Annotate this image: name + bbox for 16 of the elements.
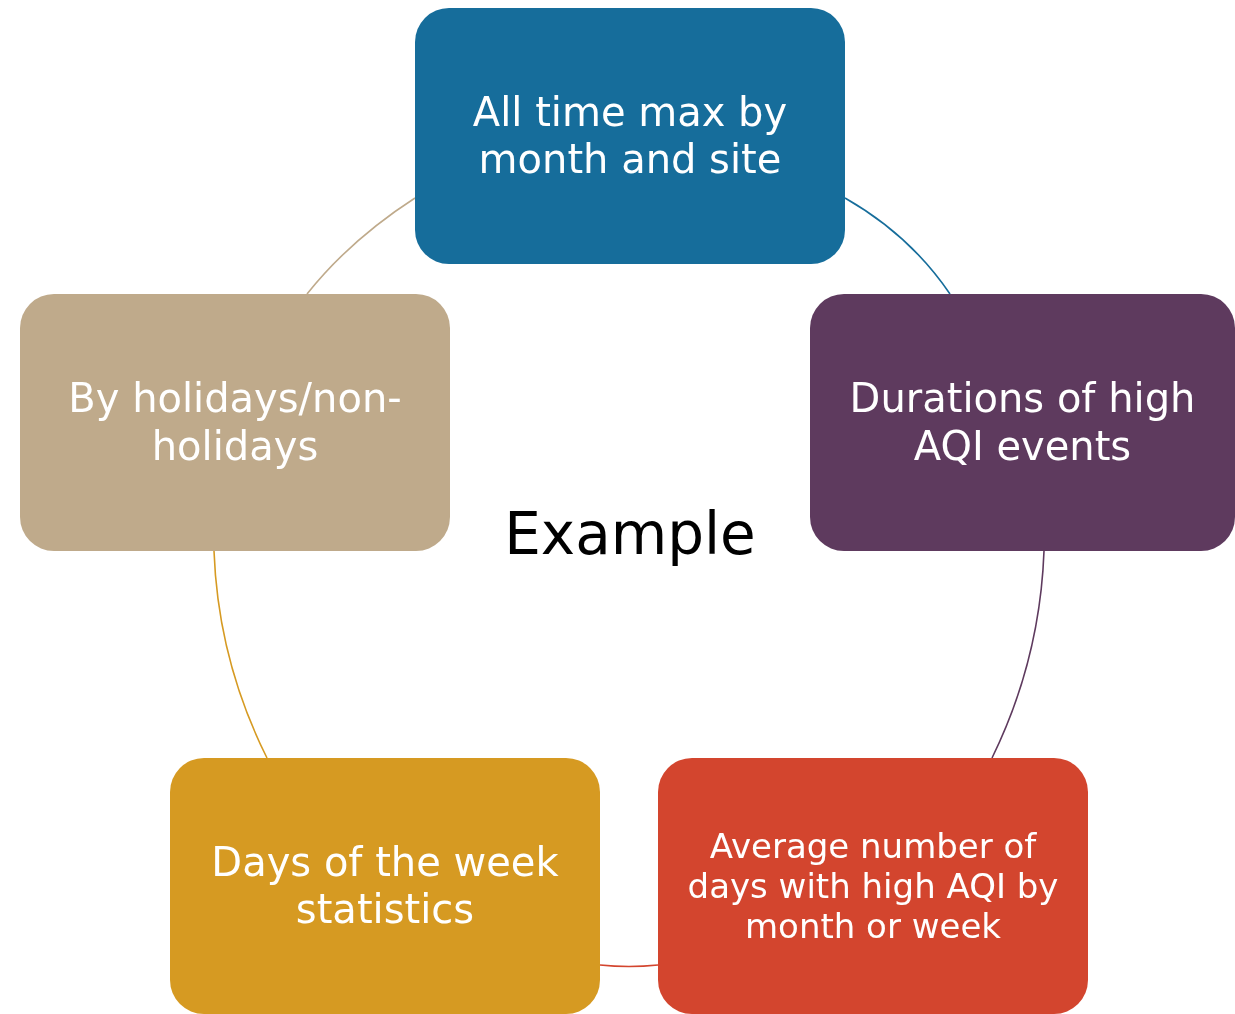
box-label: Durations of high AQI events bbox=[848, 375, 1197, 470]
connector-arc bbox=[306, 197, 416, 295]
connector-arc bbox=[213, 550, 268, 759]
rounded-box bbox=[415, 8, 845, 264]
connector-arc bbox=[599, 964, 659, 968]
connector-arc bbox=[991, 550, 1045, 759]
box-label: Days of the week statistics bbox=[210, 838, 560, 934]
box-label: By holidays/non-holidays bbox=[67, 375, 403, 470]
rounded-box bbox=[20, 294, 450, 551]
center-label: Example bbox=[503, 500, 757, 568]
box-label: All time max by month and site bbox=[471, 88, 789, 184]
rounded-box bbox=[658, 758, 1088, 1014]
connector-arc bbox=[844, 197, 951, 295]
rounded-box bbox=[170, 758, 600, 1014]
rounded-box bbox=[810, 294, 1235, 551]
box-label: Average number of days with high AQI by month or week bbox=[686, 825, 1060, 947]
